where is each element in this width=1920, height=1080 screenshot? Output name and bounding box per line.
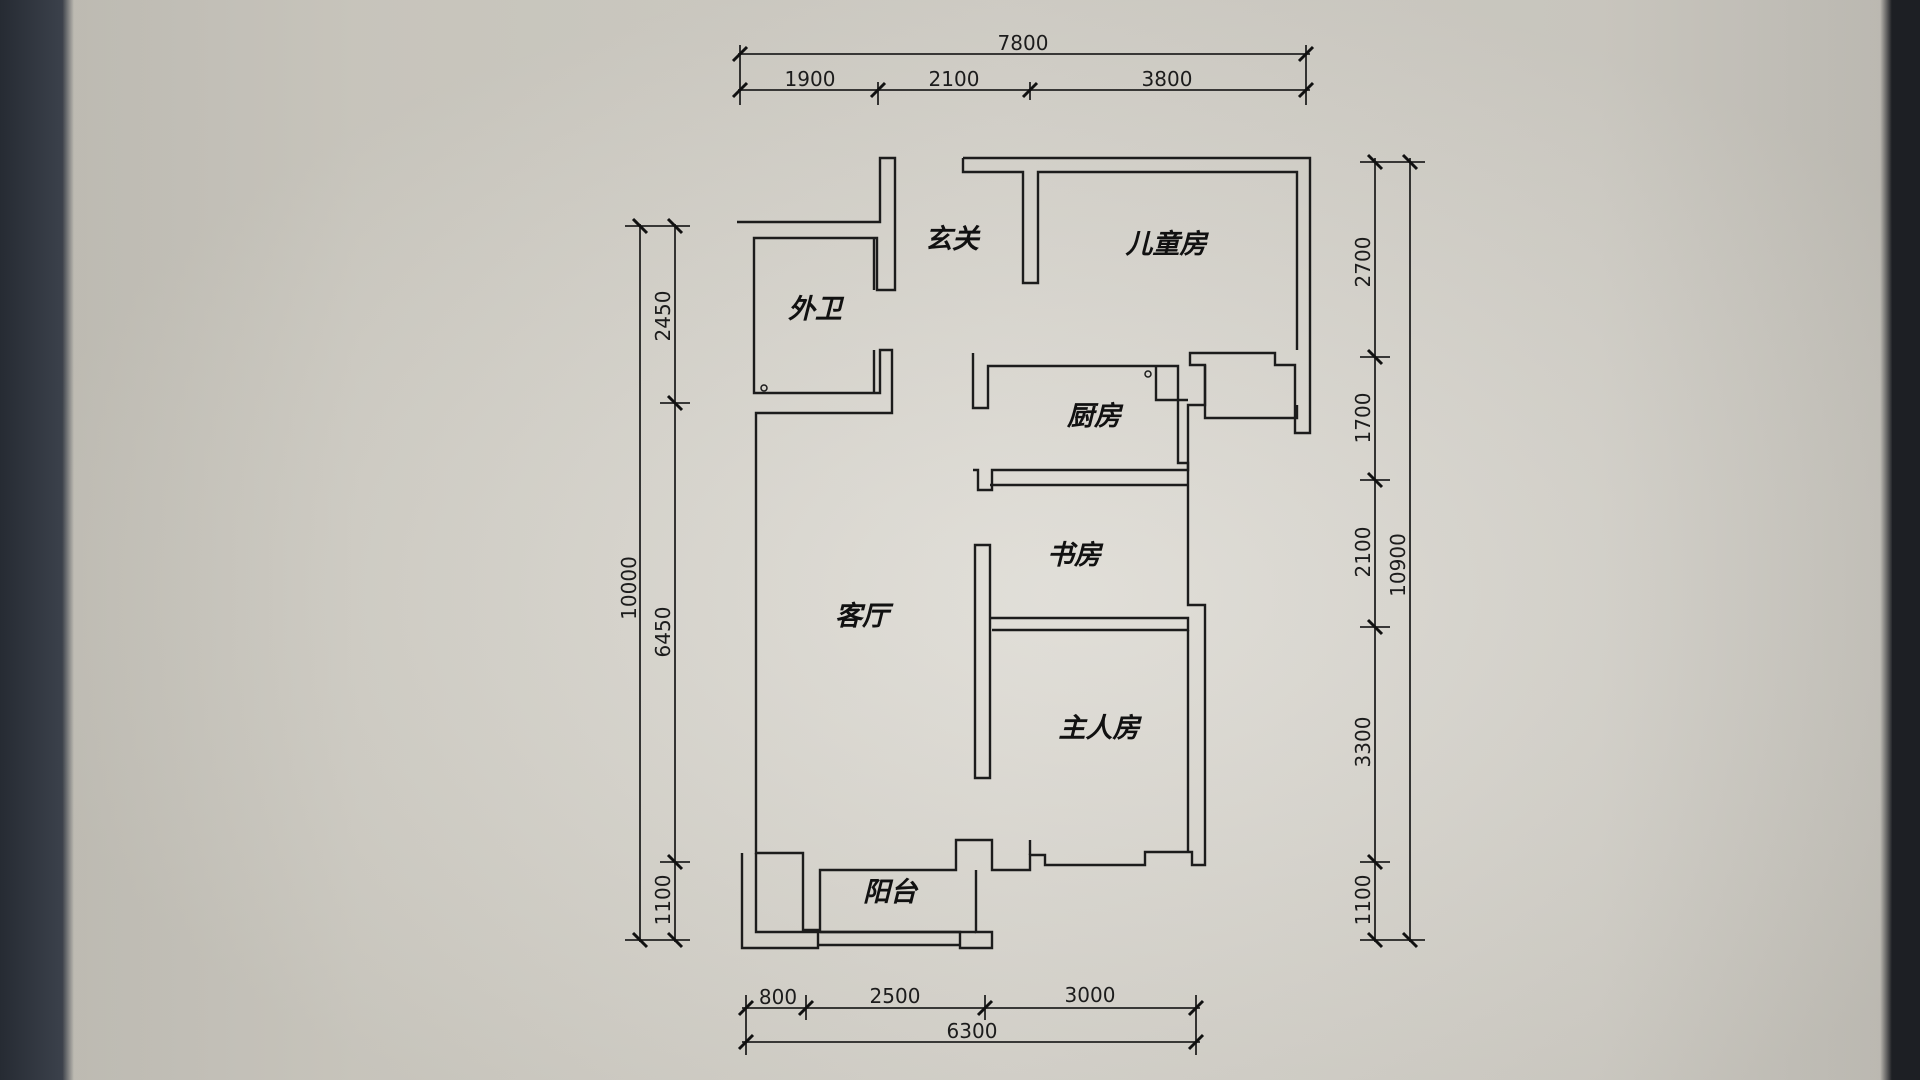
dim-top-seg1: 1900 bbox=[785, 67, 836, 91]
room-label-study: 书房 bbox=[1047, 540, 1104, 571]
dimensions-bottom: 800 2500 3000 6300 bbox=[737, 983, 1205, 1055]
room-label-kids-room: 儿童房 bbox=[1125, 229, 1210, 260]
room-labels: 玄关 儿童房 外卫 厨房 书房 客厅 主人房 阳台 bbox=[788, 224, 1209, 908]
outer-wall-west bbox=[737, 156, 1312, 932]
dim-right-seg2: 1700 bbox=[1351, 393, 1375, 444]
balcony-rail bbox=[818, 930, 976, 947]
master-walls bbox=[1028, 630, 1190, 855]
dim-top-total: 7800 bbox=[998, 31, 1049, 55]
dim-left-seg2: 6450 bbox=[651, 607, 675, 658]
dim-right-seg1: 2700 bbox=[1351, 237, 1375, 288]
room-label-living: 客厅 bbox=[835, 601, 894, 632]
dim-left-seg3: 1100 bbox=[651, 875, 675, 926]
walls bbox=[737, 156, 1312, 950]
room-label-master: 主人房 bbox=[1059, 713, 1143, 744]
dim-left-total: 10000 bbox=[617, 556, 641, 620]
room-label-bathroom: 外卫 bbox=[788, 294, 845, 325]
room-label-entrance: 玄关 bbox=[925, 224, 981, 255]
dim-top-seg2: 2100 bbox=[929, 67, 980, 91]
dim-right-total: 10900 bbox=[1386, 533, 1410, 597]
room-label-balcony: 阳台 bbox=[863, 877, 919, 908]
kitchen-fixture bbox=[1154, 365, 1299, 420]
dimensions-top: 7800 1900 2100 3800 bbox=[731, 31, 1315, 105]
dim-bottom-seg3: 3000 bbox=[1065, 983, 1116, 1007]
kitchen-walls bbox=[971, 353, 1190, 492]
dim-top-seg3: 3800 bbox=[1142, 67, 1193, 91]
dim-right-seg3: 2100 bbox=[1351, 527, 1375, 578]
dim-left-seg1: 2450 bbox=[651, 291, 675, 342]
room-label-kitchen: 厨房 bbox=[1066, 401, 1124, 432]
kitchen-drain-icon bbox=[1144, 370, 1152, 378]
dim-bottom-seg1: 800 bbox=[759, 985, 797, 1009]
study-walls bbox=[973, 483, 1190, 780]
dimensions-right: 2700 1700 2100 10900 3300 1100 bbox=[1351, 153, 1425, 949]
floor-drain-icon bbox=[760, 384, 768, 392]
dim-bottom-seg2: 2500 bbox=[870, 984, 921, 1008]
entrance-wall bbox=[961, 158, 1299, 350]
dimensions-left: 10000 2450 6450 1100 bbox=[617, 217, 690, 949]
dim-bottom-total: 6300 bbox=[947, 1019, 998, 1043]
dim-right-seg4: 3300 bbox=[1351, 717, 1375, 768]
dim-right-seg5: 1100 bbox=[1351, 875, 1375, 926]
